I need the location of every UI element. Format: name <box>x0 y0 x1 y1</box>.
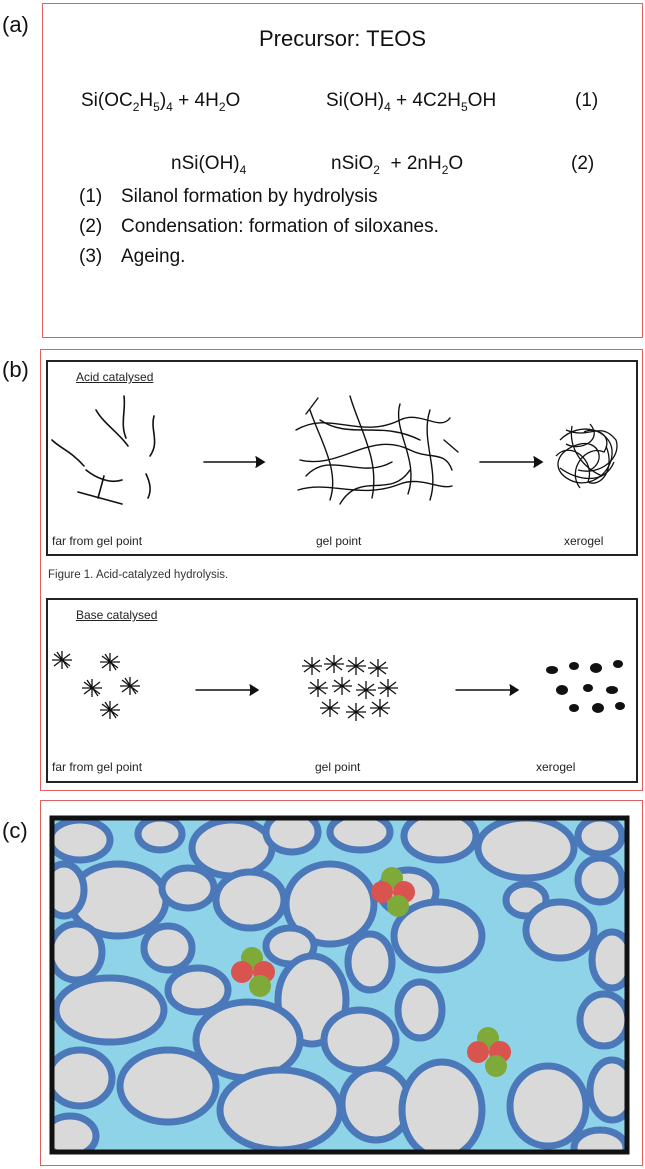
eq1-number: (1) <box>575 90 599 111</box>
dopant-cluster-3 <box>467 1027 511 1077</box>
base-xerogel <box>546 660 625 713</box>
acid-gel-network <box>295 395 459 505</box>
panel-b-frame <box>40 349 643 791</box>
acid-stage-xerogel: xerogel <box>564 534 604 548</box>
acid-box-title: Acid catalysed <box>76 370 154 384</box>
acid-chain <box>97 475 105 499</box>
base-clusters <box>52 651 140 719</box>
base-cluster <box>100 653 120 671</box>
base-cluster <box>82 679 102 697</box>
acid-chain <box>122 395 127 439</box>
acid-chain <box>51 439 85 467</box>
base-gel-network <box>302 655 398 721</box>
acid-chain <box>149 415 156 457</box>
eq2-left: nSi(OH)4 <box>171 153 247 177</box>
panel-b-letter: (b) <box>2 357 29 382</box>
dopant-red <box>231 961 253 983</box>
step-item: (2)Condensation: formation of siloxanes. <box>79 216 439 237</box>
acid-chain <box>95 409 129 447</box>
dopant-green <box>249 975 271 997</box>
base-box-title: Base catalysed <box>76 608 158 622</box>
eq2-right: nSiO2 + 2nH2O <box>331 153 464 177</box>
matrix-border <box>49 815 630 1155</box>
acid-stage-far: far from gel point <box>52 534 143 548</box>
acid-catalysed-box: Acid catalysed far from gel point gel po… <box>46 360 638 556</box>
dopant-red <box>371 881 393 903</box>
silica-particles <box>52 818 627 1152</box>
panel-a-letter: (a) <box>2 12 29 37</box>
dopant-cluster-1 <box>371 867 415 917</box>
eq1-right: Si(OH)4 + 4C2H5OH <box>326 90 497 114</box>
process-steps-list: (1)Silanol formation by hydrolysis (2)Co… <box>79 182 439 272</box>
base-cluster <box>100 701 120 719</box>
acid-chain <box>77 491 123 505</box>
eq1-left: Si(OC2H5)4 + 4H2O <box>81 90 241 114</box>
base-stage-gel: gel point <box>315 760 361 774</box>
base-cluster <box>52 651 72 669</box>
acid-stage-gel: gel point <box>316 534 362 548</box>
base-cluster <box>120 677 140 695</box>
precursor-title: Precursor: TEOS <box>258 26 427 51</box>
step-item: (3)Ageing. <box>79 246 186 267</box>
panel-c-letter: (c) <box>2 818 28 843</box>
acid-figure-caption: Figure 1. Acid-catalyzed hydrolysis. <box>48 569 229 581</box>
dopant-red <box>467 1041 489 1063</box>
dopant-cluster-2 <box>231 947 275 997</box>
eq2-number: (2) <box>571 153 595 174</box>
panel-a-frame: Precursor: TEOS Si(OC2H5)4 + 4H2O Si(OH)… <box>42 3 643 338</box>
base-stage-far: far from gel point <box>52 760 143 774</box>
acid-xerogel <box>555 423 618 489</box>
step-item: (1)Silanol formation by hydrolysis <box>79 186 378 207</box>
dopant-green <box>387 895 409 917</box>
panel-c-frame <box>40 800 643 1166</box>
base-stage-xerogel: xerogel <box>536 760 576 774</box>
acid-chain <box>145 473 151 499</box>
dopant-green <box>485 1055 507 1077</box>
